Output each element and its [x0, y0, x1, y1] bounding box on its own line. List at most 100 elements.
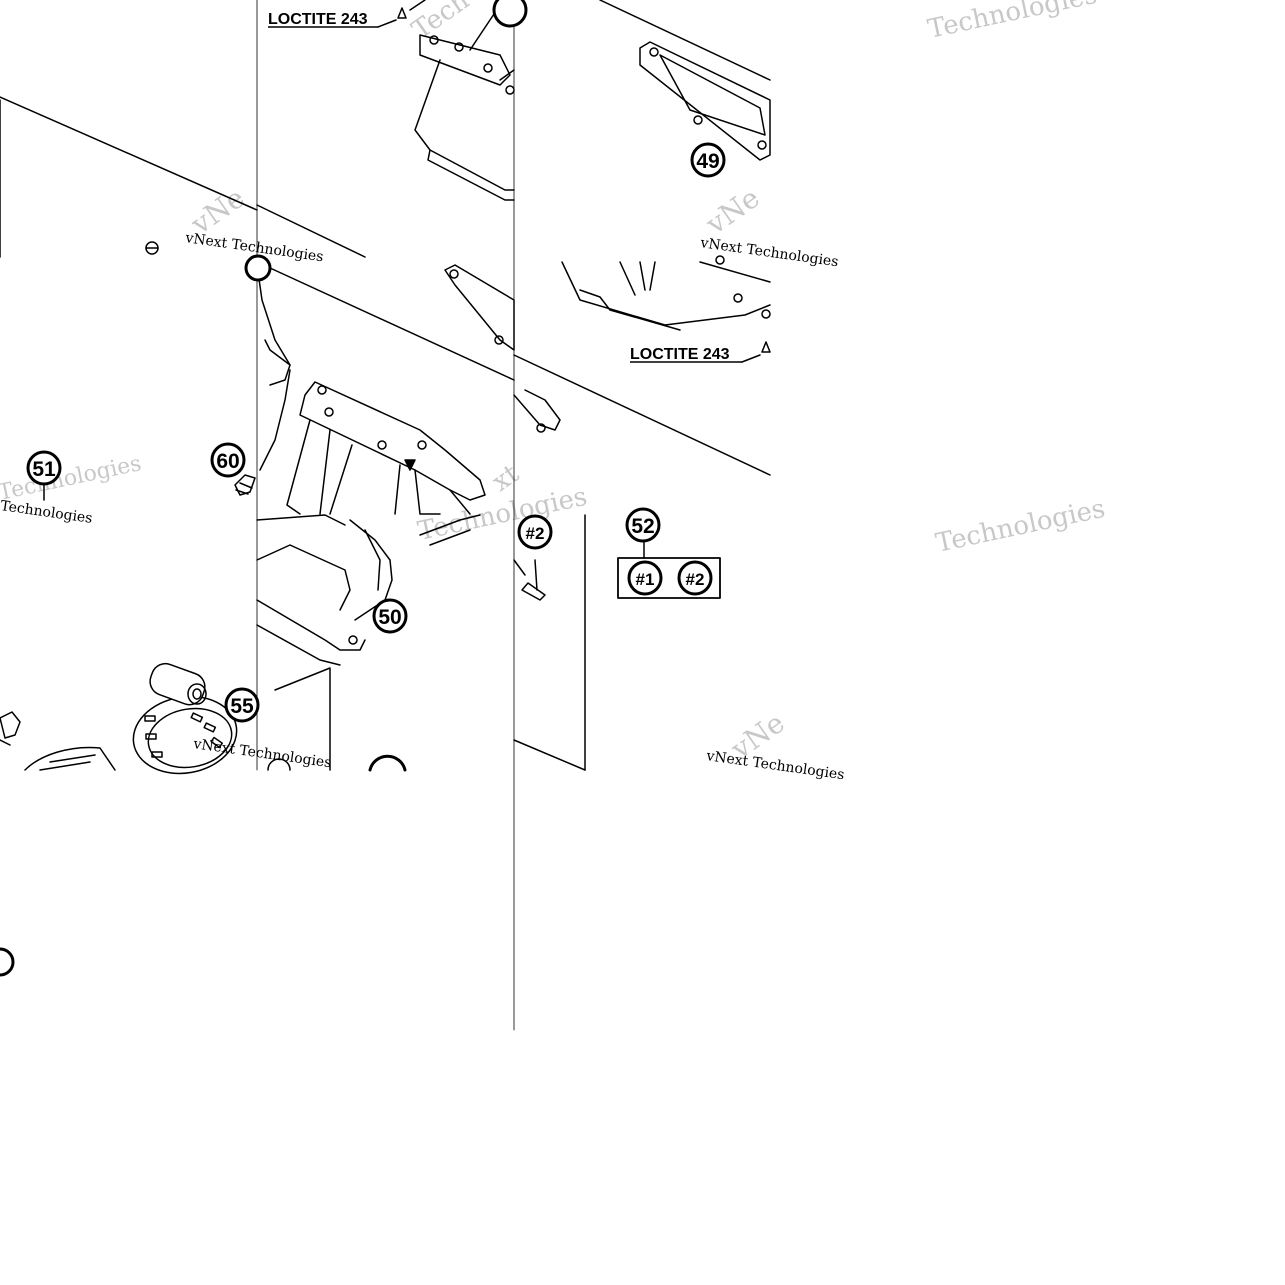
clamp-slot: [203, 722, 217, 733]
manifold-body: [319, 429, 331, 515]
callout-h1-label: #1: [636, 570, 655, 589]
screw: [521, 582, 546, 601]
bolt-hole: [715, 255, 725, 265]
clamp-slot: [144, 715, 156, 722]
callout-52-circle: [625, 507, 661, 543]
reed-edge: [499, 69, 515, 81]
gasket-outer: [444, 264, 515, 351]
bolt-hole: [449, 269, 459, 279]
bolt-hole: [505, 85, 515, 95]
gasket-inner: [659, 54, 766, 136]
callout-60-circle: [210, 442, 246, 478]
callout-49-label: 49: [696, 150, 719, 173]
reed-plate: [419, 34, 511, 86]
watermark-group: Technologies Technologies Technologies T…: [0, 0, 1108, 766]
bolt-hole: [494, 335, 504, 345]
manifold-body: [286, 419, 311, 515]
callout-partial-circle: [244, 254, 272, 282]
box-outline: [513, 739, 586, 771]
bolt-hole: [324, 407, 334, 417]
flange-plate: [299, 381, 486, 501]
nut: [0, 739, 11, 746]
manifold-body: [414, 469, 441, 515]
boot-top: [256, 514, 346, 526]
manifold-edge: [259, 369, 291, 471]
leader-line: [534, 559, 538, 591]
outline-line: [0, 96, 258, 211]
bolt-hole: [649, 47, 659, 57]
outline-line: [256, 261, 515, 381]
bolt-hole: [733, 293, 743, 303]
leader-line: [377, 19, 397, 28]
clamp-slot: [210, 736, 223, 749]
callout-55-circle: [224, 687, 260, 723]
hose: [24, 746, 116, 771]
loctite-drop-icon: [761, 341, 771, 353]
clamp-screw-slot: [192, 688, 202, 700]
manifold-edge: [256, 264, 291, 386]
callout-h2b-label: #2: [526, 524, 545, 543]
watermark-text: vNext Technologies: [698, 235, 839, 270]
clamp-slot: [151, 751, 163, 758]
bolt-hole: [377, 440, 387, 450]
reed-petal: [427, 149, 515, 201]
screw: [409, 0, 426, 11]
manifold-body: [329, 444, 353, 515]
callout-h2-circle: [677, 560, 713, 596]
reed-petal: [619, 261, 656, 296]
loctite-note: LOCTITE 243: [268, 11, 368, 28]
leader-line: [741, 354, 761, 363]
callout-circles: [0, 0, 726, 977]
bolt-hole: [348, 635, 358, 645]
clamp-slot: [190, 712, 204, 723]
note-underlines: [268, 26, 742, 363]
watermark-text: Technologies: [0, 498, 93, 527]
callout-h1-circle: [627, 560, 663, 596]
callout-labels: 49 50 51 52 55 60 #1 #2 #2: [32, 150, 719, 718]
boot-rib: [364, 529, 381, 591]
bracket-edge: [513, 559, 526, 576]
bolt-hole: [757, 140, 767, 150]
bolt-hole: [429, 35, 439, 45]
outline-line: [256, 204, 366, 258]
callout-partial-circle: [0, 947, 15, 977]
reed-petal: [414, 59, 515, 191]
clamp-screw-housing: [149, 662, 206, 706]
callout-50-circle: [372, 598, 408, 634]
watermark-text: vNe: [699, 181, 765, 241]
callout-51-label: 51: [32, 458, 56, 481]
arrow-mark: [404, 459, 416, 471]
watermark-text: Technologies: [0, 451, 144, 506]
reed-petal: [699, 261, 771, 283]
callout-partial-circle: [492, 0, 528, 28]
boot-flange: [256, 544, 351, 611]
callout-52-label: 52: [631, 515, 654, 538]
bolt-hole: [454, 42, 464, 52]
bolt-hole: [761, 309, 771, 319]
watermark-text: Tech: [407, 0, 475, 46]
manifold-edge: [264, 339, 291, 366]
watermark-text: xt: [487, 458, 525, 497]
watermark-dark-group: vNext Technologies vNext Technologies vN…: [0, 230, 845, 783]
outline-line: [513, 354, 771, 476]
callout-51-circle: [26, 450, 62, 486]
callout-49-circle: [690, 142, 726, 178]
line-art: [0, 0, 771, 1031]
boot-flange: [256, 624, 341, 666]
outline-line: [599, 0, 771, 81]
clamp-slot: [145, 733, 157, 740]
callout-h2-label: #2: [686, 570, 705, 589]
clamp-edge: [429, 529, 471, 546]
callout-52-box: [617, 557, 721, 599]
callout-50-label: 50: [378, 606, 401, 629]
clamp-edge: [419, 514, 481, 536]
watermark-text: Technologies: [933, 494, 1108, 559]
nut: [0, 711, 21, 739]
thread-line: [235, 489, 249, 495]
stud-bolt: [234, 474, 256, 496]
bolt-hole: [693, 115, 703, 125]
partial-circle: [267, 758, 291, 771]
gasket-outer: [639, 41, 771, 161]
boot-flange: [256, 599, 366, 651]
